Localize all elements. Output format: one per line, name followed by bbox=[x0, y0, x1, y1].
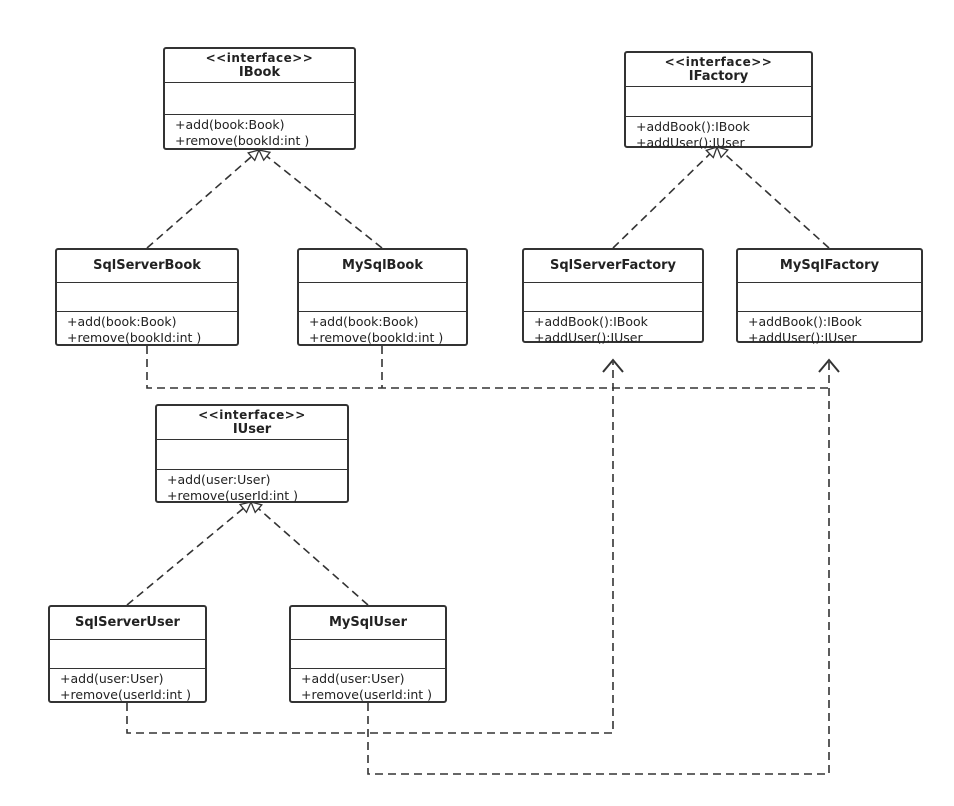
operation: +add(user:User) bbox=[60, 671, 164, 686]
class-sqlserverfactory[interactable]: SqlServerFactory +addBook():IBook +addUs… bbox=[522, 248, 704, 346]
class-name: SqlServerFactory bbox=[549, 258, 677, 273]
class-mysqlfactory-header: MySqlFactory bbox=[738, 250, 921, 283]
stereotype-label: <<interface>> bbox=[664, 54, 773, 69]
realization-sqlserverbook-ibook bbox=[146, 150, 259, 249]
operations-compartment: +add(book:Book) +remove(bookId:int ) bbox=[165, 115, 354, 149]
operation: +remove(userId:int ) bbox=[60, 687, 192, 702]
operations-compartment: +add(user:User) +remove(userId:int ) bbox=[50, 669, 205, 703]
class-name: MySqlFactory bbox=[779, 258, 880, 273]
stereotype-label: <<interface>> bbox=[198, 407, 306, 422]
dependency-sqlserveruser-sqlserverfactory bbox=[126, 362, 614, 734]
dependency-sqlserverbook-route bbox=[146, 346, 829, 389]
class-name: MySqlBook bbox=[342, 258, 423, 273]
dependency-arrowhead-mysqlfactory bbox=[818, 358, 840, 373]
operation: +addBook():IBook bbox=[534, 314, 648, 329]
operation: +add(book:Book) bbox=[175, 117, 285, 132]
operation: +remove(bookId:int ) bbox=[309, 330, 444, 345]
class-sqlserverbook[interactable]: SqlServerBook +add(book:Book) +remove(bo… bbox=[55, 248, 239, 346]
operation: +remove(bookId:int ) bbox=[175, 133, 310, 148]
operations-compartment: +add(book:Book) +remove(bookId:int ) bbox=[299, 312, 466, 346]
class-name: IBook bbox=[238, 64, 281, 80]
class-name: SqlServerBook bbox=[93, 258, 201, 273]
operation: +add(book:Book) bbox=[309, 314, 419, 329]
attributes-compartment bbox=[165, 83, 354, 115]
attributes-compartment bbox=[738, 283, 921, 312]
class-ifactory-header: <<interface>> IFactory bbox=[626, 53, 811, 87]
class-sqlserverfactory-header: SqlServerFactory bbox=[524, 250, 702, 283]
operation: +add(user:User) bbox=[301, 671, 405, 686]
operation: +remove(userId:int ) bbox=[167, 488, 299, 503]
operations-compartment: +add(book:Book) +remove(bookId:int ) bbox=[57, 312, 237, 346]
operations-compartment: +addBook():IBook +addUser():IUser bbox=[738, 312, 921, 346]
attributes-compartment bbox=[626, 87, 811, 117]
class-name: IUser bbox=[232, 421, 272, 437]
realization-sqlserveruser-iuser bbox=[126, 502, 251, 606]
operation: +add(user:User) bbox=[167, 472, 271, 487]
dependency-mysqluser-mysqlfactory bbox=[367, 362, 830, 775]
class-name: SqlServerUser bbox=[75, 615, 180, 630]
operations-compartment: +addBook():IBook +addUser():IUser bbox=[524, 312, 702, 346]
attributes-compartment bbox=[524, 283, 702, 312]
class-sqlserveruser[interactable]: SqlServerUser +add(user:User) +remove(us… bbox=[48, 605, 207, 703]
realization-mysqlbook-ibook bbox=[259, 150, 383, 249]
attributes-compartment bbox=[157, 440, 347, 470]
operations-compartment: +add(user:User) +remove(userId:int ) bbox=[157, 470, 347, 504]
class-name: IFactory bbox=[688, 68, 749, 84]
operation: +addUser():IUser bbox=[748, 330, 857, 345]
class-ibook[interactable]: <<interface>> IBook +add(book:Book) +rem… bbox=[163, 47, 356, 150]
class-mysqlfactory[interactable]: MySqlFactory +addBook():IBook +addUser()… bbox=[736, 248, 923, 346]
class-mysqluser[interactable]: MySqlUser +add(user:User) +remove(userId… bbox=[289, 605, 447, 703]
operation: +addBook():IBook bbox=[636, 119, 750, 134]
realization-mysqluser-iuser bbox=[251, 502, 369, 606]
class-iuser[interactable]: <<interface>> IUser +add(user:User) +rem… bbox=[155, 404, 349, 503]
attributes-compartment bbox=[57, 283, 237, 312]
class-name: MySqlUser bbox=[328, 615, 408, 630]
operation: +add(book:Book) bbox=[67, 314, 177, 329]
operation: +addUser():IUser bbox=[636, 135, 745, 150]
dependency-arrowhead-sqlserverfactory bbox=[602, 358, 624, 373]
operation: +remove(bookId:int ) bbox=[67, 330, 202, 345]
operations-compartment: +add(user:User) +remove(userId:int ) bbox=[291, 669, 445, 703]
attributes-compartment bbox=[50, 640, 205, 669]
class-mysqlbook[interactable]: MySqlBook +add(book:Book) +remove(bookId… bbox=[297, 248, 468, 346]
class-sqlserveruser-header: SqlServerUser bbox=[50, 607, 205, 640]
operation: +addBook():IBook bbox=[748, 314, 862, 329]
attributes-compartment bbox=[291, 640, 445, 669]
operation: +remove(userId:int ) bbox=[301, 687, 433, 702]
stereotype-label: <<interface>> bbox=[205, 50, 314, 65]
realization-mysqlfactory-ifactory bbox=[717, 147, 830, 249]
realization-sqlserverfactory-ifactory bbox=[612, 147, 717, 249]
class-iuser-header: <<interface>> IUser bbox=[157, 406, 347, 440]
operations-compartment: +addBook():IBook +addUser():IUser bbox=[626, 117, 811, 151]
class-ibook-header: <<interface>> IBook bbox=[165, 49, 354, 83]
class-mysqlbook-header: MySqlBook bbox=[299, 250, 466, 283]
operation: +addUser():IUser bbox=[534, 330, 643, 345]
class-ifactory[interactable]: <<interface>> IFactory +addBook():IBook … bbox=[624, 51, 813, 151]
class-mysqluser-header: MySqlUser bbox=[291, 607, 445, 640]
class-sqlserverbook-header: SqlServerBook bbox=[57, 250, 237, 283]
attributes-compartment bbox=[299, 283, 466, 312]
